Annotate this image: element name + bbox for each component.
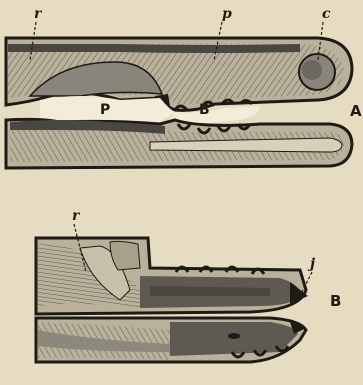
- panel-b-upper-jaw: [36, 238, 308, 314]
- panel-a: r p c P B A: [6, 6, 362, 168]
- panel-b: r j B: [36, 208, 341, 362]
- region-label-P: P: [100, 102, 110, 118]
- callout-j-b: j: [307, 256, 315, 272]
- callout-c-a: c: [322, 6, 331, 22]
- panel-label-a: A: [350, 102, 362, 120]
- panel-b-lower-jaw: [36, 318, 306, 362]
- callout-r-b: r: [72, 208, 81, 224]
- callout-r-a: r: [34, 6, 43, 22]
- panel-label-b: B: [330, 292, 341, 310]
- panel-a-lower-jaw: [6, 119, 352, 168]
- region-label-B: B: [199, 102, 210, 118]
- callout-p-a: p: [222, 6, 232, 22]
